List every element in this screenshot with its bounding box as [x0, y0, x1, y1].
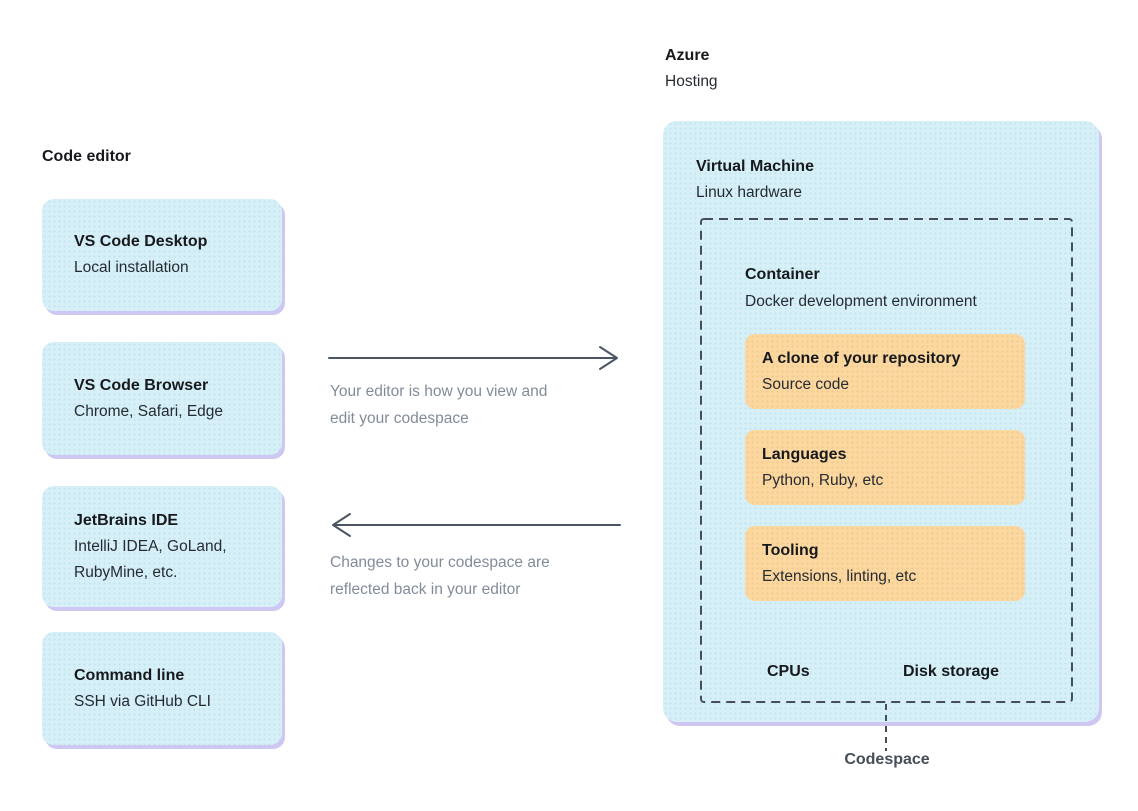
box-subtitle: Python, Ruby, etc — [762, 471, 884, 489]
box-title: Tooling — [762, 541, 819, 559]
editor-box-command-line: Command line SSH via GitHub CLI — [42, 632, 282, 745]
box-subtitle: Chrome, Safari, Edge — [74, 402, 224, 420]
virtual-machine-box: Virtual Machine Linux hardware Container… — [663, 121, 1099, 722]
box-subtitle: SSH via GitHub CLI — [74, 692, 211, 710]
container-box-languages: Languages Python, Ruby, etc — [745, 430, 1025, 505]
editor-box-jetbrains-ide: JetBrains IDE IntelliJ IDEA, GoLand, Rub… — [42, 486, 282, 607]
azure-label: Azure Hosting — [665, 43, 718, 95]
box-subtitle: Local installation — [74, 259, 189, 276]
box-title: A clone of your repository — [762, 349, 961, 367]
azure-provider-subtitle: Hosting — [665, 73, 718, 90]
vm-subtitle: Linux hardware — [696, 184, 802, 201]
azure-provider-name: Azure — [665, 47, 710, 64]
codespace-to-editor-arrow-icon — [332, 513, 621, 537]
container-label: Container Docker development environment — [745, 261, 977, 315]
box-title: VS Code Desktop — [74, 233, 208, 250]
codespace-connector-line — [885, 704, 887, 751]
editor-box-vscode-desktop: VS Code Desktop Local installation — [42, 199, 282, 311]
virtual-machine-label: Virtual Machine Linux hardware — [696, 154, 814, 206]
editor-box-vscode-browser: VS Code Browser Chrome, Safari, Edge — [42, 342, 282, 455]
flow-caption-view-edit: Your editor is how you view and edit you… — [330, 383, 548, 427]
box-title: Command line — [74, 666, 185, 684]
box-title: Languages — [762, 445, 847, 463]
container-box-repository-clone: A clone of your repository Source code — [745, 334, 1025, 409]
disk-storage-label: Disk storage — [903, 663, 1000, 680]
box-subtitle: IntelliJ IDEA, GoLand, RubyMine, etc. — [74, 537, 227, 581]
container-title: Container — [745, 266, 820, 283]
code-editor-heading: Code editor — [42, 148, 131, 165]
box-subtitle: Source code — [762, 375, 850, 393]
box-title: JetBrains IDE — [74, 511, 179, 529]
container-subtitle: Docker development environment — [745, 293, 977, 310]
vm-title: Virtual Machine — [696, 158, 814, 175]
codespace-container-dashed-border — [700, 218, 1073, 703]
box-subtitle: Extensions, linting, etc — [762, 567, 917, 585]
codespace-label: Codespace — [844, 751, 930, 768]
editor-to-codespace-arrow-icon — [328, 346, 618, 370]
flow-caption-changes-reflected: Changes to your codespace are reflected … — [330, 554, 550, 598]
cpus-label: CPUs — [767, 663, 810, 680]
box-title: VS Code Browser — [74, 376, 209, 394]
container-box-tooling: Tooling Extensions, linting, etc — [745, 526, 1025, 601]
